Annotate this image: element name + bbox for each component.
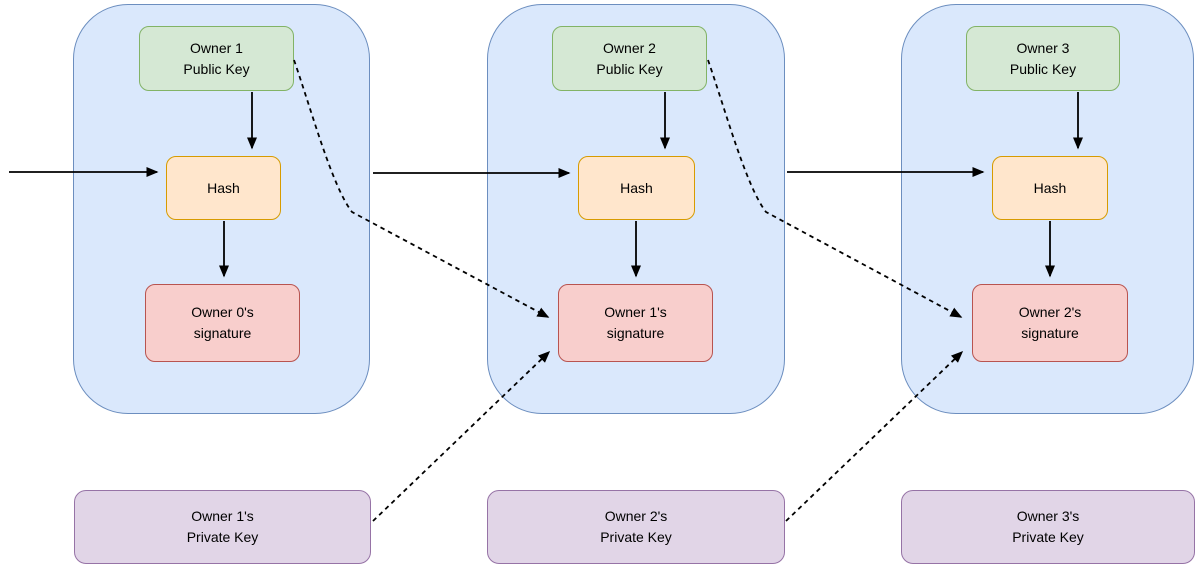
private-key-3-line2: Private Key bbox=[1012, 529, 1084, 545]
public-key-3-line2: Public Key bbox=[1009, 60, 1077, 77]
public-key-2-line2: Public Key bbox=[596, 60, 663, 77]
hash-box-2: Hash bbox=[578, 156, 695, 220]
public-key-box-1: Owner 1 Public Key bbox=[139, 26, 294, 91]
signature-box-1: Owner 0's signature bbox=[145, 284, 300, 362]
private-key-1-line1: Owner 1's bbox=[191, 508, 254, 524]
private-key-box-1: Owner 1's Private Key bbox=[74, 490, 371, 564]
private-key-box-3: Owner 3's Private Key bbox=[901, 490, 1195, 564]
public-key-box-3: Owner 3 Public Key bbox=[966, 26, 1120, 91]
private-key-2-line1: Owner 2's bbox=[604, 508, 668, 524]
public-key-box-2: Owner 2 Public Key bbox=[552, 26, 707, 91]
signature-1-line1: Owner 0's bbox=[191, 304, 254, 320]
private-key-3-line1: Owner 3's bbox=[1016, 508, 1080, 524]
signature-2-line2: signature bbox=[606, 325, 665, 341]
private-key-1-line2: Private Key bbox=[186, 529, 259, 545]
public-key-1-line1: Owner 1 bbox=[190, 39, 243, 56]
hash-3-label: Hash bbox=[1033, 179, 1067, 196]
hash-box-3: Hash bbox=[992, 156, 1108, 220]
private-key-box-2: Owner 2's Private Key bbox=[487, 490, 785, 564]
public-key-2-line1: Owner 2 bbox=[603, 39, 656, 56]
public-key-3-line1: Owner 3 bbox=[1016, 39, 1070, 56]
signature-1-line2: signature bbox=[193, 325, 252, 341]
signature-box-3: Owner 2's signature bbox=[972, 284, 1128, 362]
private-key-2-line2: Private Key bbox=[600, 529, 672, 545]
hash-box-1: Hash bbox=[166, 156, 281, 220]
hash-1-label: Hash bbox=[207, 179, 240, 196]
signature-2-line1: Owner 1's bbox=[604, 304, 667, 320]
public-key-1-line2: Public Key bbox=[183, 60, 250, 77]
signature-box-2: Owner 1's signature bbox=[558, 284, 713, 362]
signature-3-line2: signature bbox=[1021, 325, 1079, 341]
signature-3-line1: Owner 2's bbox=[1018, 304, 1082, 320]
hash-2-label: Hash bbox=[620, 179, 653, 196]
